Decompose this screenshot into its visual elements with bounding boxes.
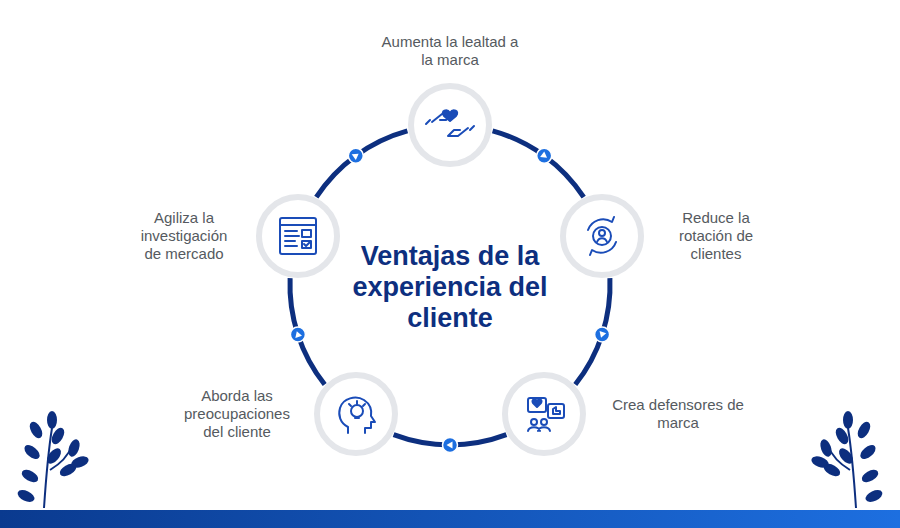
- benefit-label: Aumenta la lealtad a la marca: [375, 33, 525, 69]
- arrow-marker: [443, 438, 458, 453]
- ring-arc: [493, 131, 584, 197]
- ring-connector: [493, 131, 584, 197]
- ring-arc: [575, 278, 610, 384]
- benefit-label: Reduce la rotación de clientes: [666, 209, 766, 263]
- retention-icon: [588, 217, 616, 255]
- ring-connector: [316, 131, 407, 197]
- arrow-marker: [290, 327, 305, 342]
- benefit-circle: Crea defensores de marca: [502, 372, 586, 456]
- loyalty-icon: [426, 110, 474, 136]
- arrow-marker: [537, 148, 552, 163]
- benefit-label: Aborda las preocupaciones del cliente: [182, 387, 292, 441]
- plant-right: [811, 412, 883, 508]
- benefit-circle: Agiliza la investigación de mercado: [256, 194, 340, 278]
- arrow-head: [293, 330, 302, 338]
- bottom-bar: [0, 510, 900, 528]
- benefit-circle: Reduce la rotación de clientes: [560, 194, 644, 278]
- plant-left: [17, 412, 89, 508]
- arrow-marker: [348, 148, 363, 163]
- benefit-label: Crea defensores de marca: [608, 396, 748, 432]
- arrow-marker: [595, 327, 610, 342]
- benefit-circle: Aumenta la lealtad a la marca: [408, 83, 492, 167]
- ring-arc: [290, 278, 325, 384]
- concerns-icon: [339, 398, 375, 433]
- research-icon: [280, 218, 316, 254]
- arrow-head: [352, 151, 361, 160]
- ring-connector: [575, 278, 610, 384]
- benefit-circle: Aborda las preocupaciones del cliente: [314, 372, 398, 456]
- benefit-label: Agiliza la investigación de mercado: [134, 209, 234, 263]
- ring-arc: [316, 131, 407, 197]
- advocates-icon: [528, 398, 564, 431]
- ring-connector: [394, 435, 507, 453]
- arrow-head: [447, 442, 453, 449]
- arrow-head: [540, 151, 549, 160]
- ring-connector: [290, 278, 325, 384]
- arrow-head: [598, 331, 607, 339]
- center-title: Ventajas de la experiencia del cliente: [330, 241, 570, 334]
